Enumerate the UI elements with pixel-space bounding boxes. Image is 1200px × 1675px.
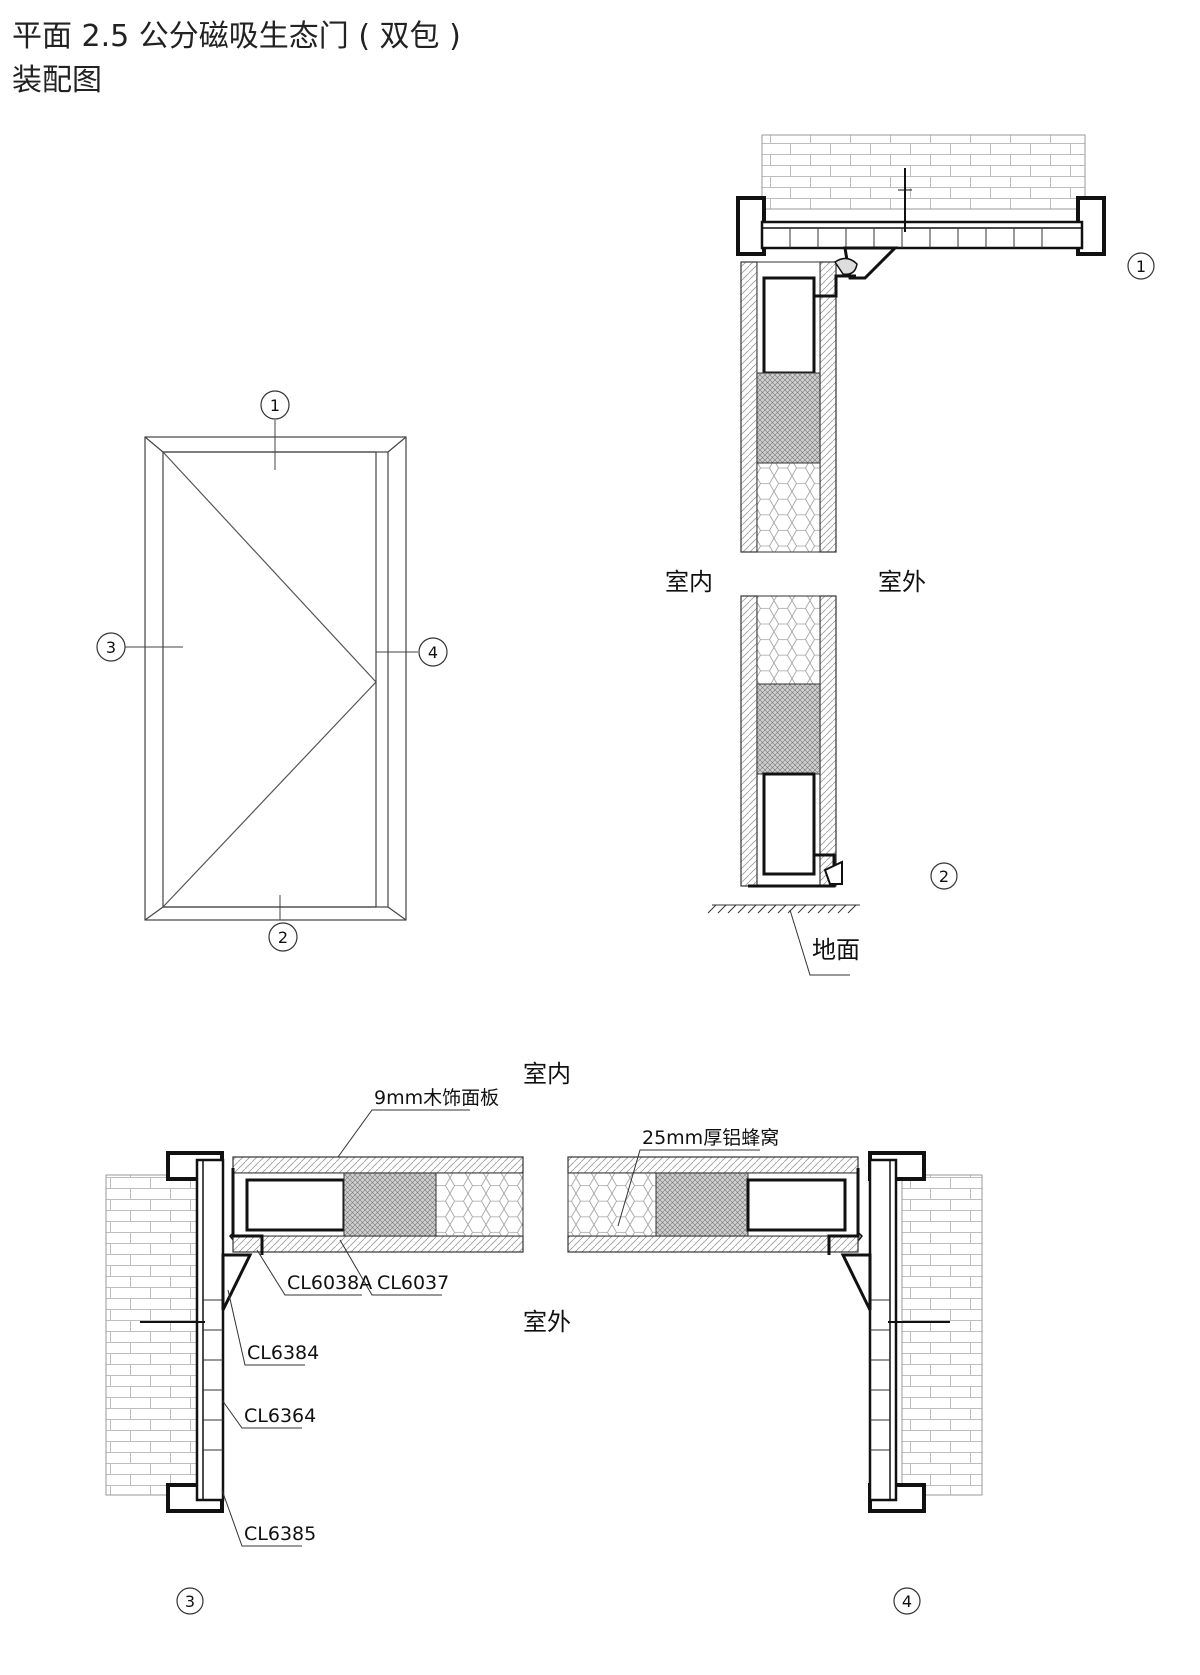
callout-cl6385: CL6385 [244,1523,316,1545]
left-leaf-section [231,1156,524,1255]
label-ground: 地面 [812,936,860,964]
callout-honeycomb: 25mm厚铝蜂窝 [642,1127,779,1149]
callout-cl6364: CL6364 [244,1405,316,1427]
callout-cl6037: CL6037 [377,1272,449,1294]
ground-line [707,904,860,976]
marker-elevation-3: 3 [96,632,126,662]
callout-cl6038a: CL6038A [287,1272,372,1294]
svg-text:1: 1 [1136,257,1146,276]
label-indoor-horizontal: 室内 [523,1060,571,1088]
right-wall [901,1174,983,1496]
head-wall [761,134,1086,210]
door-leaf-upper [740,257,858,553]
right-leaf-section [567,1156,860,1255]
svg-text:2: 2 [278,928,288,947]
svg-text:3: 3 [106,638,116,657]
marker-section-3: 3 [176,1587,204,1615]
label-outdoor-vertical: 室外 [878,568,926,596]
marker-elevation-4: 4 [418,637,448,667]
svg-text:1: 1 [270,396,280,415]
svg-text:4: 4 [902,1592,912,1611]
label-indoor-vertical: 室内 [665,568,713,596]
svg-text:3: 3 [185,1592,195,1611]
callout-veneer: 9mm木饰面板 [374,1087,499,1109]
leader-lines [221,1109,760,1547]
page-subtitle: 装配图 [12,63,102,98]
marker-elevation-1: 1 [260,390,290,420]
svg-text:2: 2 [939,867,949,886]
left-wall [105,1174,204,1496]
marker-section-4: 4 [893,1587,921,1615]
page-title: 平面 2.5 公分磁吸生态门 ( 双包 ) [12,19,461,54]
label-outdoor-horizontal: 室外 [523,1308,571,1336]
marker-elevation-2: 2 [268,922,298,952]
svg-text:4: 4 [428,643,438,662]
door-leaf-lower [740,595,843,888]
marker-section-1: 1 [1127,252,1155,280]
head-frame-profile [736,168,1106,280]
door-elevation [125,420,418,921]
callout-cl6384: CL6384 [247,1342,319,1364]
marker-section-2: 2 [930,862,958,890]
